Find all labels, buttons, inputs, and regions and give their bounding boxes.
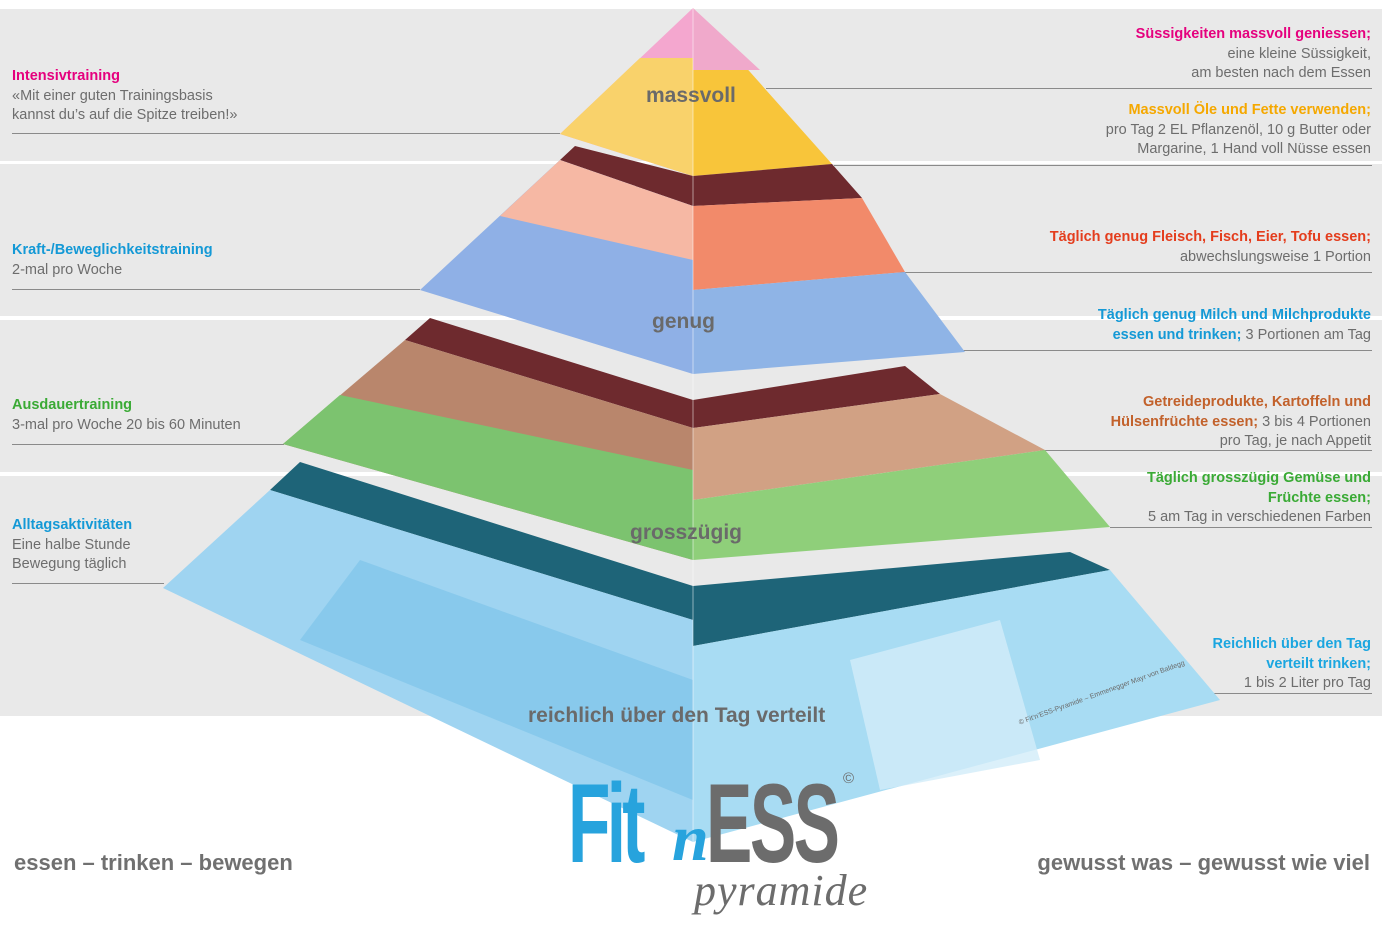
divider-3-left: [270, 462, 693, 620]
right-heading-6a: Reichlich über den Tag: [1212, 636, 1371, 652]
left-heading-3: Alltagsaktivitäten: [12, 517, 133, 533]
right-block-suessigkeiten: Süssigkeiten massvoll geniessen; eine kl…: [1136, 25, 1371, 84]
rule-gemuese: [1110, 527, 1372, 528]
right-heading-4b: Hülsenfrüchte essen;: [1110, 413, 1259, 430]
pyramid-top-left-oil: [560, 58, 693, 176]
right-block-getreide: Getreideprodukte, Kartoffeln und Hülsenf…: [1111, 393, 1371, 452]
right-heading-5b: Früchte essen;: [1267, 489, 1371, 506]
right-block-oele: Massvoll Öle und Fette verwenden; pro Ta…: [1106, 101, 1371, 160]
left-heading-0: Intensivtraining: [12, 68, 120, 84]
left-line-0-1: kannst du’s auf die Spitze treiben!»: [12, 107, 238, 123]
right-line-6-0: 1 bis 2 Liter pro Tag: [1243, 675, 1371, 691]
level-label-base: reichlich über den Tag verteilt: [528, 704, 826, 727]
rule-intensivtraining: [12, 133, 560, 134]
rule-suessigkeiten: [766, 88, 1372, 89]
pyramid-level2-right-milk: [693, 272, 965, 374]
slogan-right: gewusst was – gewusst wie viel: [1037, 850, 1370, 875]
divider-1: [560, 146, 862, 206]
right-heading-0: Süssigkeiten massvoll geniessen;: [1135, 26, 1371, 42]
pyramid-base-right-glass: [850, 620, 1040, 790]
right-line-0-0: eine kleine Süssigkeit,: [1227, 45, 1371, 62]
rule-alltag: [12, 583, 164, 584]
left-block-intensivtraining: Intensivtraining «Mit einer guten Traini…: [12, 67, 237, 126]
right-heading-3a: Täglich genug Milch und Milchprodukte: [1097, 307, 1371, 323]
right-line-1-0: pro Tag 2 EL Pflanzenöl, 10 g Butter ode…: [1105, 121, 1371, 138]
pyramid-base-left-stairs: [300, 560, 693, 800]
left-heading-1: Kraft-/Beweglichkeitstraining: [12, 242, 213, 258]
pyramid-level3-right-grain: [693, 394, 1045, 500]
right-block-trinken: Reichlich über den Tag verteilt trinken;…: [1213, 635, 1371, 694]
left-block-kraft: Kraft-/Beweglichkeitstraining 2-mal pro …: [12, 241, 213, 280]
right-heading-4a: Getreideprodukte, Kartoffeln und: [1143, 394, 1371, 410]
rule-getreide: [1040, 450, 1372, 451]
right-line-2-0: abwechslungsweise 1 Portion: [1179, 248, 1371, 265]
right-tail-3: 3 Portionen am Tag: [1241, 326, 1372, 343]
level-label-upper: genug: [652, 310, 715, 333]
slogan-left: essen – trinken – bewegen: [14, 850, 293, 875]
right-heading-1: Massvoll Öle und Fette verwenden;: [1128, 102, 1371, 118]
logo-fit: Fit: [568, 761, 645, 886]
left-heading-2: Ausdauertraining: [12, 397, 133, 413]
pyramid-level2-left-top: [500, 160, 693, 260]
level-label-middle: grosszügig: [630, 521, 743, 544]
right-line-0-1: am besten nach dem Essen: [1191, 65, 1371, 81]
rule-ausdauer: [12, 444, 284, 445]
right-line-1-1: Margarine, 1 Hand voll Nüsse essen: [1137, 141, 1371, 157]
left-line-3-0: Eine halbe Stunde: [12, 536, 131, 553]
pyramid-level3-right-veg: [693, 450, 1110, 560]
level-label-top: massvoll: [646, 84, 736, 107]
rule-kraft: [12, 289, 420, 290]
pyramid-top-right-sweets: [693, 8, 760, 70]
rule-trinken: [1150, 693, 1372, 694]
right-heading-6b: verteilt trinken;: [1266, 655, 1371, 672]
right-heading-3b: essen und trinken;: [1112, 326, 1242, 343]
pyramid-level2-right-fish: [693, 198, 905, 290]
right-block-fleisch: Täglich genug Fleisch, Fisch, Eier, Tofu…: [1050, 228, 1371, 267]
pyramid-level3-left-grass: [283, 395, 693, 560]
rule-milch: [962, 350, 1372, 351]
left-block-ausdauer: Ausdauertraining 3-mal pro Woche 20 bis …: [12, 396, 241, 435]
divider-3-right: [693, 552, 1110, 646]
right-line-3-0: essen und trinken; 3 Portionen am Tag: [1098, 326, 1371, 346]
right-line-4-0: Hülsenfrüchte essen; 3 bis 4 Portionen: [1111, 413, 1371, 433]
right-line-5-0: 5 am Tag in verschiedenen Farben: [1147, 509, 1371, 525]
left-line-2-0: 3-mal pro Woche 20 bis 60 Minuten: [12, 416, 241, 433]
logo-copyright: ©: [843, 770, 855, 787]
logo-ess: ESS: [706, 761, 840, 886]
left-line-0-0: «Mit einer guten Trainingsbasis: [12, 87, 213, 104]
right-line-4-1: pro Tag, je nach Appetit: [1219, 433, 1371, 449]
logo-subtitle: pyramide: [694, 866, 869, 915]
divider-2-left: [405, 318, 693, 428]
left-line-3-1: Bewegung täglich: [12, 556, 127, 572]
right-tail-4: 3 bis 4 Portionen: [1258, 413, 1371, 430]
left-line-1-0: 2-mal pro Woche: [12, 261, 123, 278]
right-block-milch: Täglich genug Milch und Milchprodukte es…: [1098, 306, 1371, 345]
divider-2-right: [693, 366, 940, 428]
right-block-gemuese: Täglich grosszügig Gemüse und Früchte es…: [1147, 469, 1371, 528]
right-heading-5a: Täglich grosszügig Gemüse und: [1147, 470, 1371, 486]
right-heading-2: Täglich genug Fleisch, Fisch, Eier, Tofu…: [1049, 229, 1371, 245]
rule-fleisch: [900, 272, 1372, 273]
rule-oele: [834, 165, 1372, 166]
left-block-alltag: Alltagsaktivitäten Eine halbe Stunde Bew…: [12, 516, 132, 575]
logo-n: n: [672, 802, 709, 875]
